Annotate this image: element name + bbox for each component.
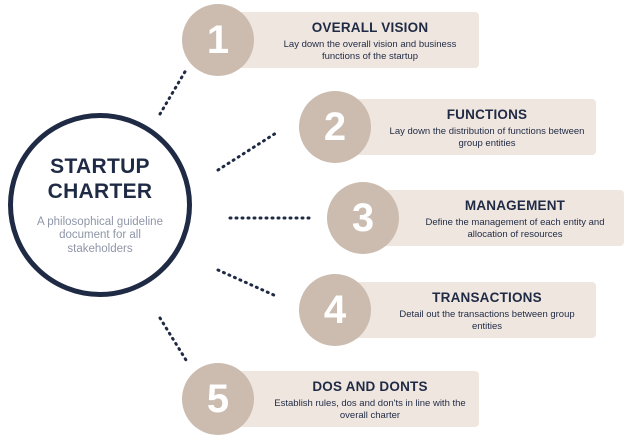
step-description-4: Detail out the transactions between grou… [399, 309, 575, 332]
step-description-3: Define the management of each entity and… [425, 217, 605, 240]
step-number-3: 3 [327, 182, 399, 254]
step-title-3: MANAGEMENT [464, 198, 566, 213]
step-card-4: TRANSACTIONS Detail out the transactions… [350, 282, 596, 338]
step-number-2: 2 [299, 91, 371, 163]
step-description-2: Lay down the distribution of functions b… [389, 126, 585, 149]
connector-line-4 [216, 268, 278, 298]
step-description-1: Lay down the overall vision and business… [283, 39, 457, 62]
step-card-2: FUNCTIONS Lay down the distribution of f… [350, 99, 596, 155]
step-card-5: DOS AND DONTS Establish rules, dos and d… [233, 371, 479, 427]
center-subtitle: A philosophical guideline document for a… [37, 215, 163, 255]
step-title-1: OVERALL VISION [311, 20, 429, 35]
step-card-1: OVERALL VISION Lay down the overall visi… [233, 12, 479, 68]
startup-charter-circle: STARTUP CHARTER A philosophical guidelin… [8, 113, 192, 297]
connector-line-5 [158, 316, 188, 362]
step-title-4: TRANSACTIONS [432, 290, 542, 305]
center-title: STARTUP CHARTER [47, 154, 153, 203]
step-number-5: 5 [182, 363, 254, 435]
connector-line-2 [216, 131, 278, 172]
step-number-4: 4 [299, 274, 371, 346]
step-card-3: MANAGEMENT Define the management of each… [378, 190, 624, 246]
step-description-5: Establish rules, dos and don'ts in line … [274, 398, 466, 421]
step-title-2: FUNCTIONS [446, 107, 528, 122]
step-title-5: DOS AND DONTS [312, 379, 428, 394]
connector-line-1 [158, 68, 188, 116]
step-number-1: 1 [182, 4, 254, 76]
